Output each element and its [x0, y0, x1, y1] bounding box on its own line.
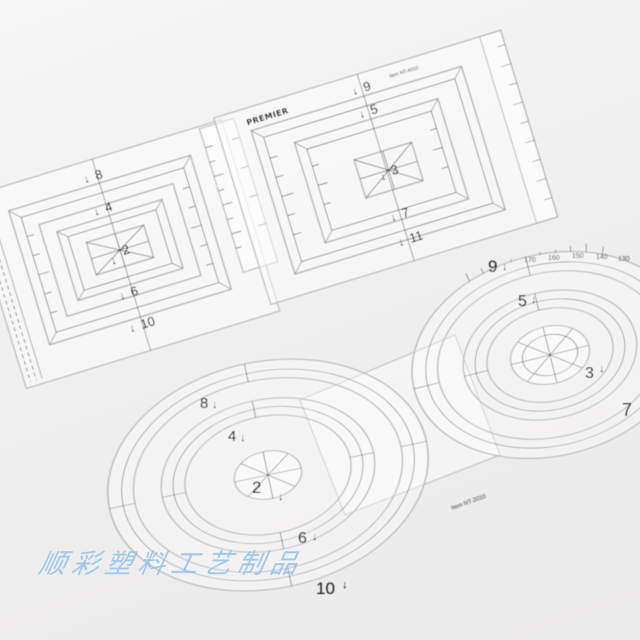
arrow-down-icon: ↓ [92, 206, 101, 219]
size-label-8: 8 [200, 395, 208, 412]
size-label-3: 3 [389, 162, 400, 178]
arrow-down-icon: ↓ [240, 432, 246, 444]
size-label-2: 2 [252, 478, 261, 497]
arrow-down-icon: ↓ [358, 108, 367, 121]
arrow-down-icon: ↓ [212, 399, 218, 411]
size-label-7: 7 [622, 400, 632, 420]
arrow-down-icon: ↓ [531, 294, 537, 306]
arrow-down-icon: ↓ [312, 531, 318, 543]
arrow-down-icon: ↓ [342, 579, 348, 591]
item-code: Item NT-2010 [451, 494, 488, 512]
size-label-4: 4 [228, 428, 236, 445]
arrow-down-icon: ↓ [502, 261, 508, 273]
arrow-down-icon: ↓ [128, 322, 137, 335]
size-label-3: 3 [585, 365, 594, 382]
size-label-5: 5 [368, 101, 379, 117]
size-label-9: 9 [488, 257, 497, 276]
size-label-7: 7 [400, 204, 411, 220]
square-template: 8 4 2 6 10 ↓ ↓ ↓ ↓ ↓ [0, 29, 559, 390]
arrow-down-icon: ↓ [118, 290, 127, 303]
protractor-label: 160 [548, 255, 560, 262]
arrow-down-icon: ↓ [278, 491, 284, 503]
arrow-down-icon: ↓ [397, 236, 406, 249]
protractor-label: 170 [524, 257, 536, 264]
size-label-9: 9 [361, 78, 372, 94]
arrow-down-icon: ↓ [109, 255, 118, 268]
arrow-down-icon: ↓ [379, 171, 388, 184]
size-label-11: 11 [407, 227, 424, 245]
size-label-4: 4 [103, 199, 114, 215]
watermark-text: 顺彩塑料工艺制品 [36, 549, 307, 580]
size-label-10: 10 [316, 579, 335, 598]
arrow-down-icon: ↓ [351, 85, 360, 98]
arrow-down-icon: ↓ [82, 173, 91, 186]
size-label-6: 6 [298, 530, 307, 547]
protractor-label: 150 [572, 253, 584, 260]
arrow-down-icon: ↓ [599, 363, 605, 375]
circle-template: Item NT-2010 8 ↓ [107, 243, 640, 598]
size-label-8: 8 [93, 166, 104, 182]
size-label-2: 2 [120, 242, 131, 258]
size-label-6: 6 [129, 283, 140, 299]
protractor-label: 130 [618, 256, 630, 263]
size-label-10: 10 [139, 313, 157, 332]
size-label-5: 5 [518, 293, 527, 310]
protractor-label: 140 [596, 254, 608, 261]
arrow-down-icon: ↓ [389, 211, 398, 224]
